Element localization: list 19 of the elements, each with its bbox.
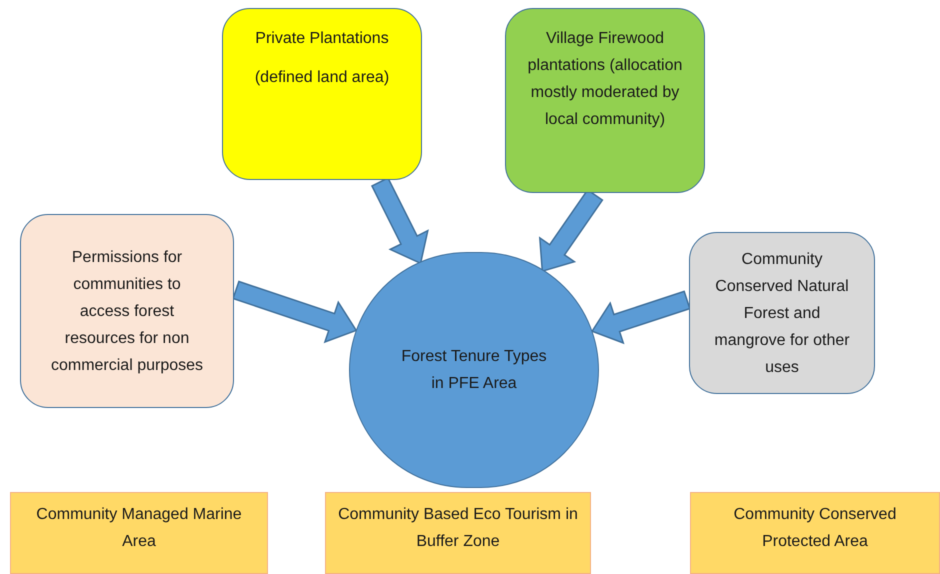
rounded-box xyxy=(222,8,422,180)
box-text: Forest Tenure Types in PFE Area xyxy=(400,347,548,394)
box-text: Permissions for communities to access forest resources for non commercial purposes xyxy=(50,248,204,376)
info-box xyxy=(690,492,940,574)
box-text: (defined land area) xyxy=(254,68,390,88)
block-arrow xyxy=(590,290,691,344)
box-text: Community Conserved Protected Area xyxy=(732,505,898,552)
box-text: Community Based Eco Tourism in Buffer Zone xyxy=(337,505,579,552)
box-text: Community Managed Marine Area xyxy=(35,505,243,552)
box-text: Community Conserved Natural Forest and mangrove for other uses xyxy=(713,250,851,378)
block-arrow xyxy=(232,280,358,344)
box-text: Village Firewood plantations (allocation mostly moderated by local community) xyxy=(526,29,684,130)
info-box xyxy=(10,492,268,574)
rounded-box xyxy=(689,232,875,394)
info-box xyxy=(325,492,591,574)
box-text: Private Plantations xyxy=(254,29,390,49)
block-arrow xyxy=(371,177,429,264)
rounded-box xyxy=(505,8,705,193)
rounded-box xyxy=(20,214,234,408)
